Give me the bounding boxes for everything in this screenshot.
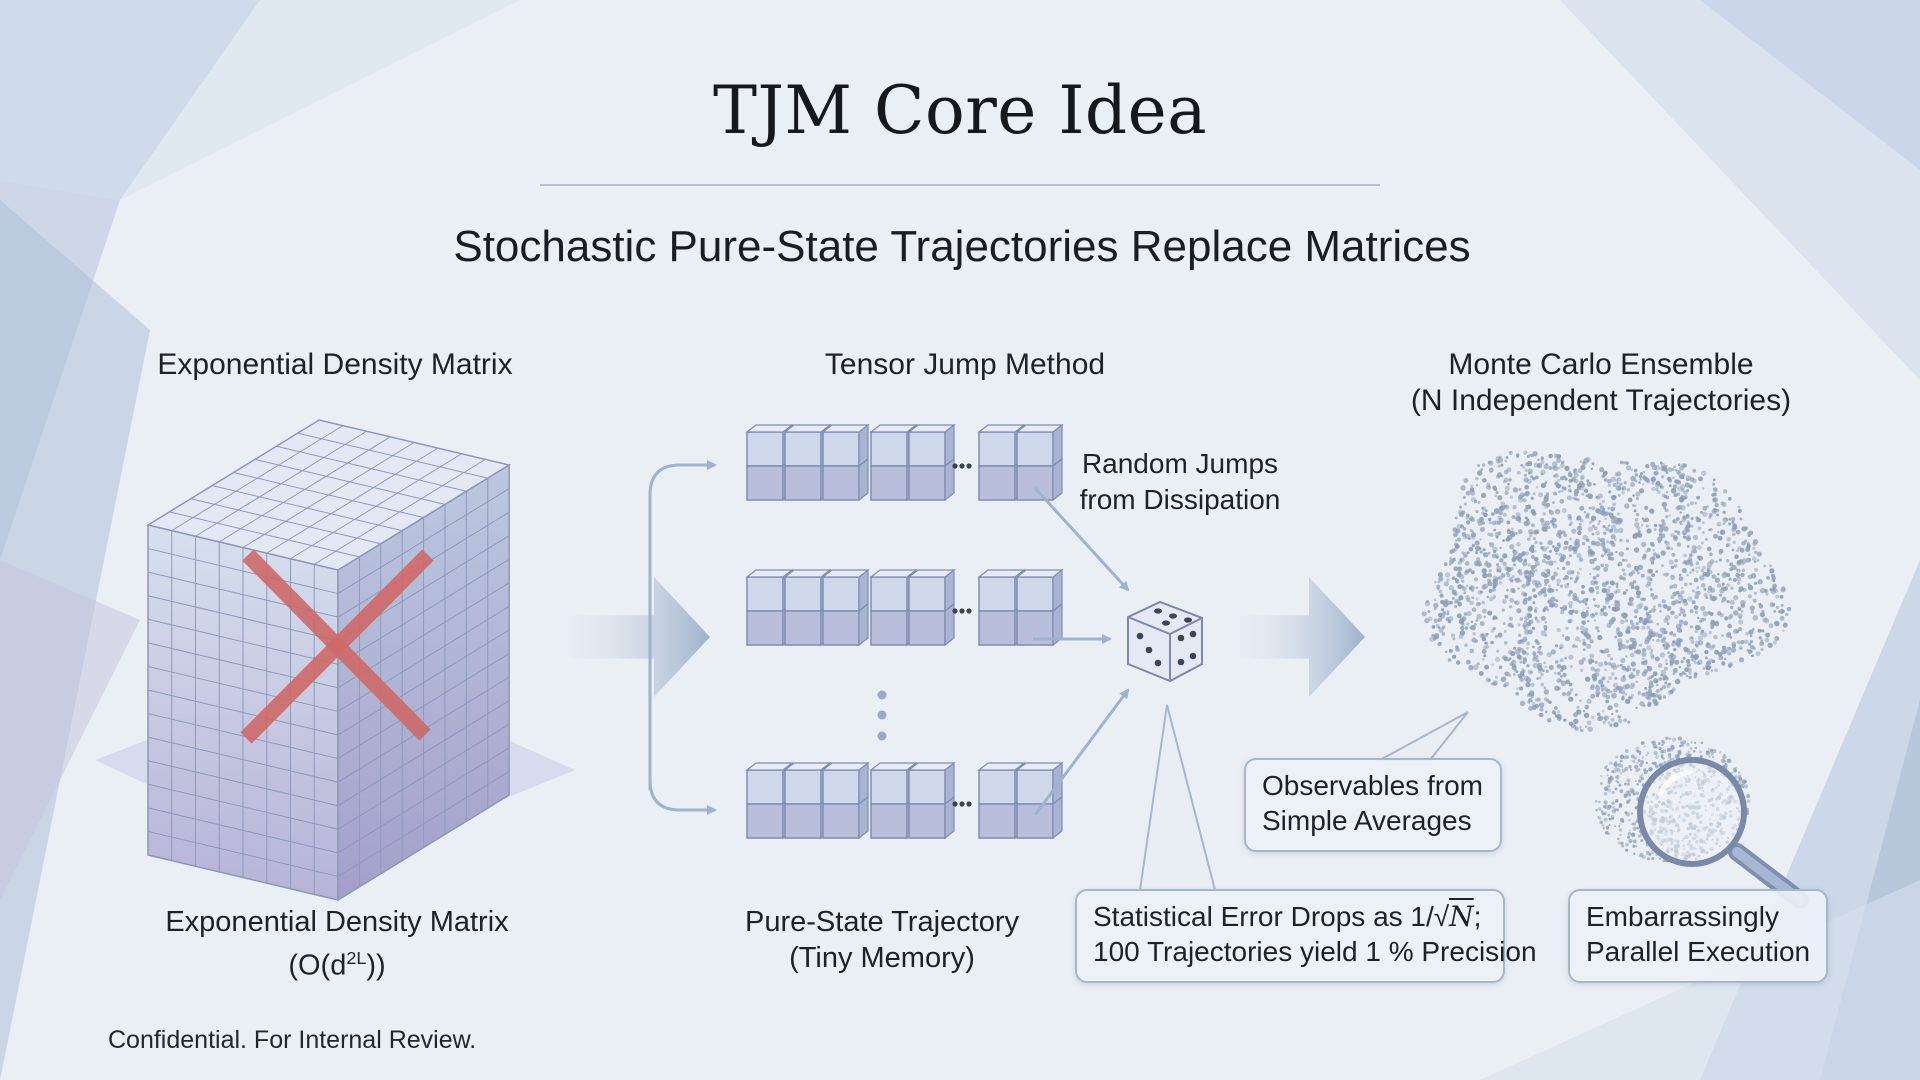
dice-icon [1127, 600, 1203, 683]
branch-arrows [648, 460, 717, 815]
monte-carlo-subheader: (N Independent Trajectories) [1410, 384, 1792, 417]
tensor-jump-header: Tensor Jump Method [824, 348, 1106, 381]
big-arrow-right [1240, 577, 1365, 697]
monte-carlo-header: Monte Carlo Ensemble [1448, 348, 1754, 381]
density-matrix-cube [95, 419, 575, 902]
page-title: TJM Core Idea [712, 72, 1208, 149]
cross-mark-icon [240, 549, 434, 744]
chain-vertical-ellipsis [877, 690, 887, 741]
tensor-chain-1 [745, 423, 1064, 502]
density-matrix-caption: Exponential Density Matrix (O(d2L)) [165, 906, 509, 982]
parallel-execution-callout: Embarrassingly Parallel Execution [1568, 889, 1828, 983]
big-arrow-left [570, 577, 710, 697]
observables-callout: Observables from Simple Averages [1244, 758, 1502, 852]
confidential-footer: Confidential. For Internal Review. [108, 1026, 477, 1054]
statistical-error-callout: Statistical Error Drops as 1/√N; 100 Tra… [1075, 889, 1537, 983]
page-subtitle: Stochastic Pure-State Trajectories Repla… [453, 222, 1471, 271]
magnifier-icon [1637, 757, 1809, 909]
tensor-chain-2 [745, 568, 1064, 647]
random-jumps-label: Random Jumps from Dissipation [1079, 448, 1281, 515]
pure-state-caption: Pure-State Trajectory (Tiny Memory) [745, 906, 1019, 974]
tensor-chain-3 [745, 761, 1064, 840]
dice-arrows [1033, 486, 1130, 816]
complexity-formula: (O(d2L)) [288, 948, 386, 982]
density-matrix-header: Exponential Density Matrix [157, 348, 513, 381]
trajectory-dot-cloud [1421, 450, 1792, 733]
